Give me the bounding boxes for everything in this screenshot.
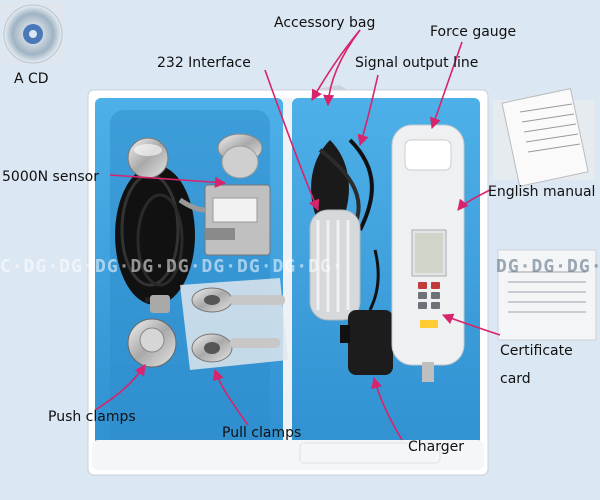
label-card: card bbox=[500, 371, 531, 387]
label-push-clamps: Push clamps bbox=[48, 409, 136, 425]
label-english-manual: English manual bbox=[488, 184, 596, 200]
label-pull-clamps: Pull clamps bbox=[222, 425, 302, 441]
watermark-right: DG·DG·DG· bbox=[496, 256, 600, 277]
label-5000n-sensor: 5000N sensor bbox=[2, 169, 99, 185]
certificate-card-photo bbox=[497, 249, 597, 341]
annotation-arrows bbox=[94, 29, 501, 441]
pull-clamps-bag bbox=[180, 278, 288, 370]
charger-unit bbox=[340, 249, 393, 375]
interface-cable-coil bbox=[309, 209, 361, 321]
english-manual-photo bbox=[493, 88, 595, 187]
force-gauge-device bbox=[391, 124, 465, 382]
label-a-cd: A CD bbox=[14, 71, 49, 87]
sensor-top-caps bbox=[217, 133, 263, 179]
label-force-gauge: Force gauge bbox=[430, 24, 517, 40]
sensor-cable-coil bbox=[115, 165, 195, 313]
label-232-interface: 232 Interface bbox=[157, 55, 251, 71]
label-certificate: Certificate bbox=[500, 343, 573, 359]
cd-disc bbox=[2, 2, 64, 64]
watermark-left: C·DG·DG· bbox=[0, 256, 95, 277]
s-type-sensor bbox=[178, 184, 271, 256]
label-signal-output-line: Signal output line bbox=[355, 55, 479, 71]
push-clamp-disc bbox=[127, 137, 177, 368]
watermark-center: DG·DG·DG·DG·DG·DG·DG· bbox=[95, 256, 344, 277]
label-charger: Charger bbox=[408, 439, 464, 455]
label-accessory-bag: Accessory bag bbox=[274, 15, 376, 31]
